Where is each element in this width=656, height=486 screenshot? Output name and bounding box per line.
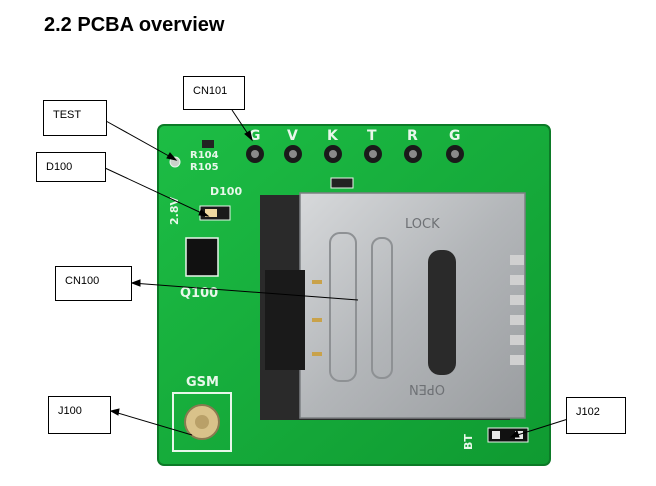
pin-label-k: K xyxy=(327,128,339,144)
callout-j100: J100 xyxy=(48,396,111,434)
callout-cn101: CN101 xyxy=(183,76,245,110)
pin-label-t: T xyxy=(367,128,377,144)
pin-label-v: V xyxy=(287,128,298,144)
antenna-connector-j100 xyxy=(172,392,232,452)
sim-open-label: OPEN xyxy=(409,381,445,396)
r104-label: R104 xyxy=(190,150,219,161)
pin-label-g1: G xyxy=(249,128,261,144)
header-pins xyxy=(246,145,464,163)
leader-lines xyxy=(104,109,569,438)
section-title: 2.2 PCBA overview xyxy=(44,14,225,36)
callout-test: TEST xyxy=(43,100,107,136)
bt-label: BT xyxy=(462,434,475,450)
callout-j102: J102 xyxy=(566,397,626,434)
d100-silk-label: D100 xyxy=(210,185,242,198)
sim-lock-label: LOCK xyxy=(405,217,440,232)
r105-label: R105 xyxy=(190,162,219,173)
callout-cn100: CN100 xyxy=(55,266,132,301)
pin-label-g2: G xyxy=(449,128,461,144)
transistor-q100 xyxy=(185,237,219,277)
voltage-label: 2.8V xyxy=(168,197,181,225)
q100-label: Q100 xyxy=(180,286,218,301)
gsm-label: GSM xyxy=(186,375,219,390)
sim-socket xyxy=(260,192,526,420)
pin-label-r: R xyxy=(407,128,418,144)
callout-d100: D100 xyxy=(36,152,106,182)
